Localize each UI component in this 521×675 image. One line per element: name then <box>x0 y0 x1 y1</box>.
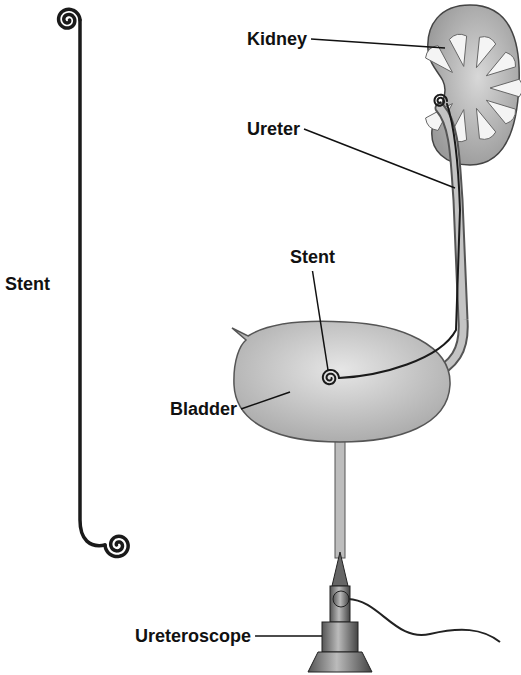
calyx <box>449 34 466 66</box>
ureteroscope-eyepiece <box>322 622 358 652</box>
calyx <box>476 108 495 139</box>
part-label: Bladder <box>170 398 237 420</box>
calyx <box>490 79 521 97</box>
leader-lines <box>241 39 455 636</box>
ureteroscope-base <box>308 652 372 672</box>
calyx <box>486 52 515 76</box>
stent <box>339 104 460 378</box>
leader-line <box>311 39 445 48</box>
ureteroscope-cable <box>348 599 500 642</box>
stent-drawings <box>59 9 460 556</box>
part-label: Ureteroscope <box>135 625 251 647</box>
leader-line <box>313 271 329 370</box>
leader-line <box>255 635 322 637</box>
ureteroscope-shaft <box>330 586 350 622</box>
ureteroscope-port <box>333 591 349 607</box>
stent <box>323 370 339 384</box>
part-label: Stent <box>5 273 50 295</box>
stent <box>80 20 105 546</box>
stent <box>105 536 128 556</box>
part-label: Ureter <box>247 118 300 140</box>
part-label: Kidney <box>247 28 307 50</box>
stent <box>435 95 447 106</box>
ureteroscope-tip <box>332 552 348 586</box>
kidney-calyces <box>426 34 521 142</box>
calyx <box>476 37 495 68</box>
leader-line <box>304 129 455 188</box>
calyx <box>426 46 453 73</box>
calyx <box>486 100 515 124</box>
bladder-outline <box>232 321 450 442</box>
part-label: Stent <box>290 246 335 268</box>
leader-line <box>241 392 290 409</box>
urethra <box>335 430 345 558</box>
stent <box>59 9 80 28</box>
